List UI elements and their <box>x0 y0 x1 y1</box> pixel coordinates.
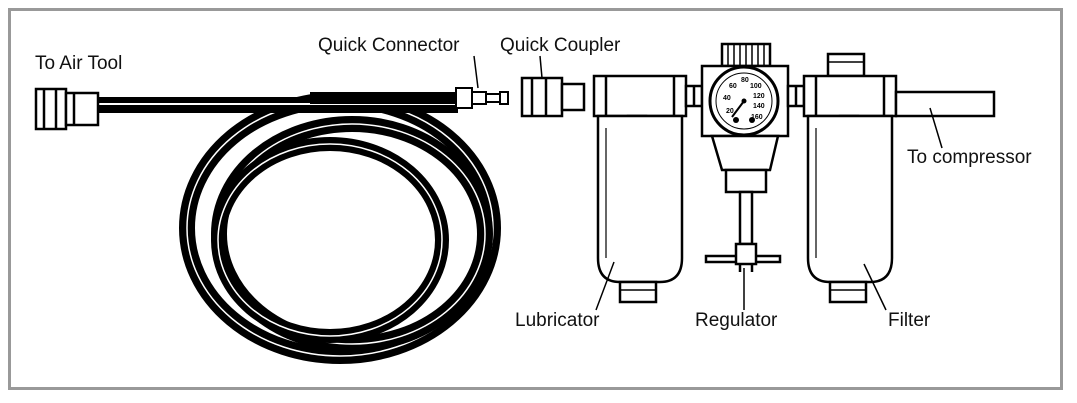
label-to-air-tool: To Air Tool <box>35 53 123 74</box>
hose-line <box>98 92 460 113</box>
gauge-tick-120: 120 <box>753 93 765 100</box>
quick-connector <box>455 87 509 109</box>
regulator-filter-joint <box>786 84 806 108</box>
label-quick-coupler: Quick Coupler <box>500 35 621 56</box>
label-quick-connector: Quick Connector <box>318 35 460 56</box>
compressor-pipe <box>894 90 996 118</box>
hose-coil <box>179 92 501 364</box>
air-tool-fitting <box>34 87 100 131</box>
gauge-tick-40: 40 <box>723 95 731 102</box>
quick-coupler <box>520 76 586 118</box>
label-lubricator: Lubricator <box>515 310 600 331</box>
pressure-gauge: 20 40 60 80 100 120 140 160 <box>708 65 780 137</box>
gauge-tick-100: 100 <box>750 83 762 90</box>
label-regulator: Regulator <box>695 310 778 331</box>
gauge-tick-80: 80 <box>741 77 749 84</box>
gauge-tick-60: 60 <box>729 83 737 90</box>
label-filter: Filter <box>888 310 931 331</box>
filter <box>802 52 898 304</box>
leader-lines <box>473 55 943 311</box>
lubricator-regulator-joint <box>684 84 704 108</box>
lubricator <box>592 74 688 304</box>
gauge-tick-160: 160 <box>751 114 763 121</box>
gauge-tick-20: 20 <box>726 108 734 115</box>
gauge-tick-140: 140 <box>753 103 765 110</box>
label-to-compressor: To compressor <box>907 147 1032 168</box>
